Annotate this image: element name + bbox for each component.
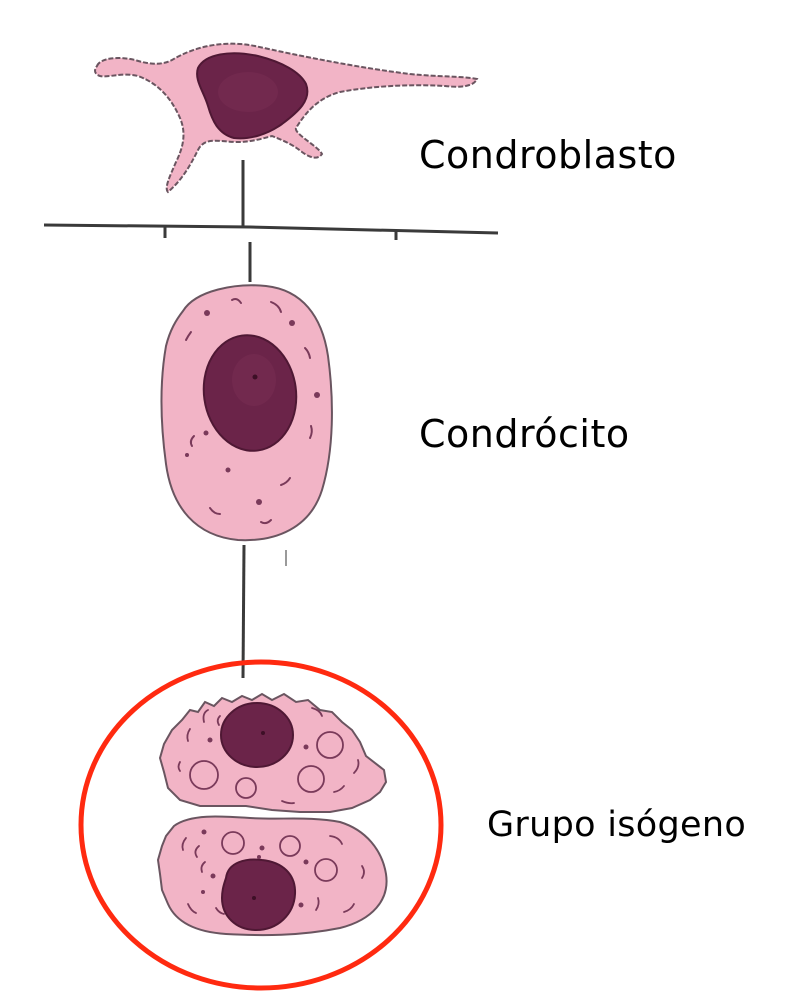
upper-cell-granules: [207, 737, 309, 750]
connector-line: [241, 544, 246, 679]
lower-cell-rough-er: [181, 835, 365, 915]
highlight-circle: [78, 659, 444, 991]
condrocito-cell: [160, 284, 333, 542]
upper-cell-nucleus: [220, 702, 294, 768]
lower-cell-granules: [201, 829, 309, 908]
condroblasto-cell: [94, 42, 479, 194]
condrocito-granules: [185, 310, 320, 505]
condrocito-rough-er: [185, 298, 313, 525]
label-condroblasto: Condroblasto: [419, 133, 677, 177]
upper-cell-vacuoles: [189, 731, 344, 799]
label-condrocito: Condrócito: [419, 412, 630, 456]
label-grupo-isogeno: Grupo isógeno: [487, 805, 747, 845]
upper-cell-rough-er: [177, 707, 360, 805]
baseline-bar: [43, 223, 499, 240]
grupo-isogeno-cells: [156, 692, 388, 937]
lower-cell-nucleus: [220, 858, 297, 932]
lower-cell-vacuoles: [221, 831, 338, 882]
